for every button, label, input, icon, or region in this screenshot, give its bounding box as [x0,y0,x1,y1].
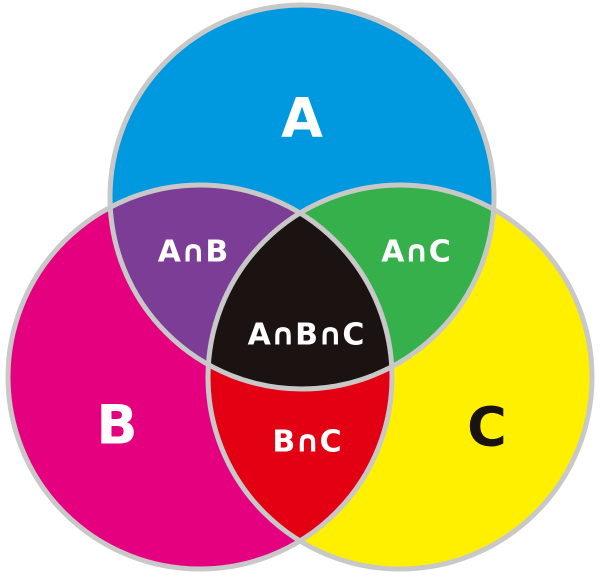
label-b: B [96,394,137,457]
label-a: A [281,87,323,150]
outline-b [5,182,395,572]
outline-a [107,2,497,392]
label-a-and-b-and-c: A∩B∩C [248,318,365,353]
label-a-and-b: A∩B [158,235,228,270]
label-c: C [467,396,507,459]
label-b-and-c: B∩C [272,425,341,460]
region-a-and-b-and-c [208,185,392,389]
label-a-and-c: A∩C [381,235,451,270]
outline-c [205,182,595,572]
